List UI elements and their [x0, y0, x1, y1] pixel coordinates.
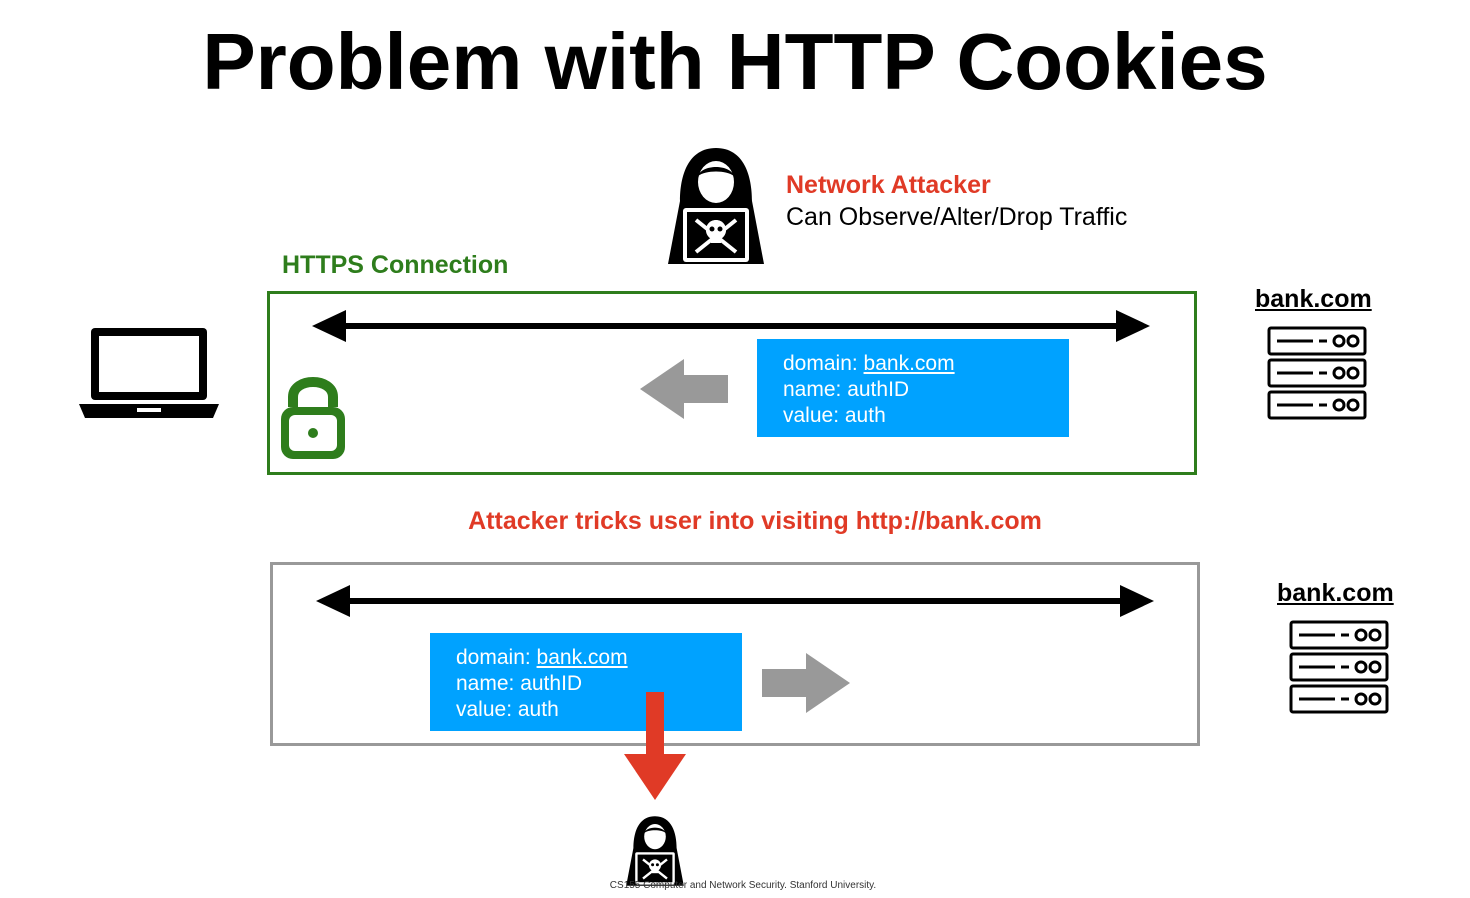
cookie-card-https: domain: bank.com name: authID value: aut… [757, 339, 1069, 437]
https-connection-box [267, 291, 1197, 475]
cookie-value-line: value: auth [456, 698, 559, 721]
hacker-icon [668, 148, 764, 264]
attacker-name: Network Attacker [786, 171, 991, 199]
http-bidirectional-arrow [316, 585, 1154, 617]
laptop-icon [79, 328, 219, 418]
server-icon [1267, 326, 1367, 420]
server-label-http: bank.com [1277, 579, 1394, 607]
cookie-flow-left-arrow [640, 359, 728, 419]
cookie-flow-right-arrow [762, 653, 850, 713]
server-label-https: bank.com [1255, 285, 1372, 313]
cookie-name-line: name: authID [783, 378, 910, 401]
slide-footer: CS155 Computer and Network Security. Sta… [609, 880, 877, 891]
cookie-value-line: value: auth [783, 404, 886, 427]
cookie-domain-line: domain: bank.com [783, 352, 955, 375]
cookie-name-line: name: authID [456, 672, 583, 695]
https-bidirectional-arrow [312, 310, 1150, 342]
https-connection-label: HTTPS Connection [282, 251, 509, 279]
cookie-card-http: domain: bank.com name: authID value: aut… [430, 633, 742, 731]
attack-trick-message: Attacker tricks user into visiting http:… [468, 507, 1042, 535]
http-connection-box [270, 562, 1200, 746]
lock-icon [281, 377, 345, 459]
cookie-domain-line: domain: bank.com [456, 646, 628, 669]
slide-title: Problem with HTTP Cookies [202, 17, 1268, 106]
server-icon [1289, 620, 1389, 714]
attacker-description: Can Observe/Alter/Drop Traffic [786, 203, 1128, 231]
hacker-icon [626, 816, 684, 886]
leak-down-arrow [624, 692, 686, 800]
